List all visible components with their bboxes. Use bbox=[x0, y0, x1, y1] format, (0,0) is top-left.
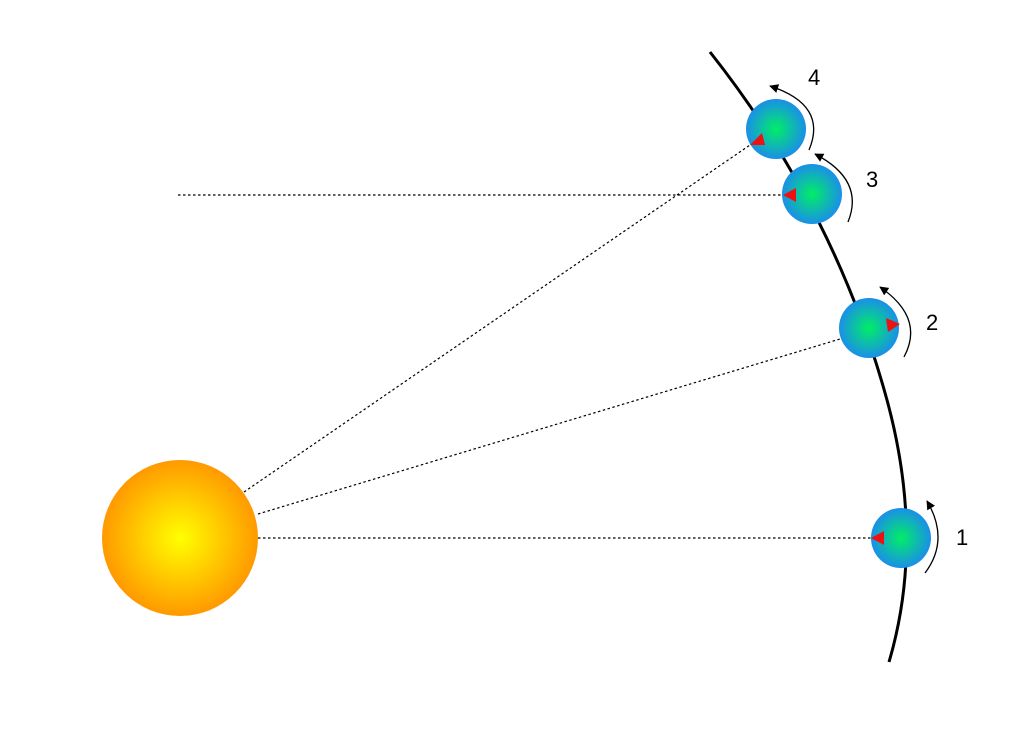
rotation-arrow-icon bbox=[814, 153, 853, 223]
planet bbox=[746, 99, 806, 159]
sight-line-sun-to-position-4 bbox=[243, 144, 751, 493]
planet bbox=[782, 164, 842, 224]
planet-position-3: 3 bbox=[782, 153, 878, 224]
position-label: 1 bbox=[956, 525, 968, 550]
surface-marker-icon bbox=[750, 133, 765, 145]
sight-line-sun-to-position-2 bbox=[257, 338, 841, 515]
position-label: 3 bbox=[866, 167, 878, 192]
position-label: 4 bbox=[808, 65, 820, 90]
planet-position-4: 4 bbox=[746, 65, 820, 159]
planet bbox=[871, 508, 931, 568]
orbit-path bbox=[708, 51, 908, 663]
rotation-arrow-icon bbox=[769, 84, 815, 151]
position-label: 2 bbox=[926, 310, 938, 335]
surface-marker-icon bbox=[783, 188, 796, 202]
surface-marker-icon bbox=[886, 318, 900, 332]
rotation-arrow-icon bbox=[879, 286, 912, 358]
sun bbox=[102, 460, 258, 616]
planet bbox=[839, 298, 899, 358]
surface-marker-icon bbox=[871, 531, 884, 545]
planet-position-2: 2 bbox=[839, 286, 938, 358]
rotation-arrow-icon bbox=[924, 500, 939, 574]
planet-position-1: 1 bbox=[871, 500, 968, 574]
